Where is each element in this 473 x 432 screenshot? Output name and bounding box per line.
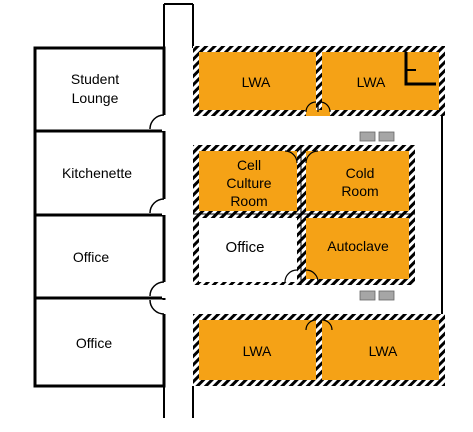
lwa-bottom-right-label: LWA xyxy=(369,343,398,359)
west-doors xyxy=(149,114,167,315)
west-wing xyxy=(33,46,166,388)
office-west-1-label: Office xyxy=(73,249,110,265)
equipment-top xyxy=(359,131,395,142)
student-lounge-label-1: Student xyxy=(71,71,119,87)
lab-middle-block xyxy=(193,145,415,285)
cell-culture-label-1: Cell xyxy=(237,157,261,173)
lwa-bottom-left-label: LWA xyxy=(243,343,272,359)
kitchenette-label: Kitchenette xyxy=(62,165,132,181)
office-center-label: Office xyxy=(226,239,265,256)
autoclave-label: Autoclave xyxy=(327,238,389,254)
cold-room-label-2: Room xyxy=(341,183,378,199)
lwa-top-left-label: LWA xyxy=(242,74,271,90)
office-west-2-label: Office xyxy=(76,335,113,351)
cold-room-label-1: Cold xyxy=(346,165,375,181)
corridor xyxy=(163,3,194,418)
equipment-bottom xyxy=(359,290,395,301)
lwa-top-block xyxy=(193,46,445,116)
student-lounge-label-2: Lounge xyxy=(72,90,119,106)
lwa-bottom-block xyxy=(193,314,445,386)
lwa-top-right-label: LWA xyxy=(357,74,386,90)
cell-culture-label-3: Room xyxy=(230,193,267,209)
cell-culture-label-2: Culture xyxy=(226,175,271,191)
